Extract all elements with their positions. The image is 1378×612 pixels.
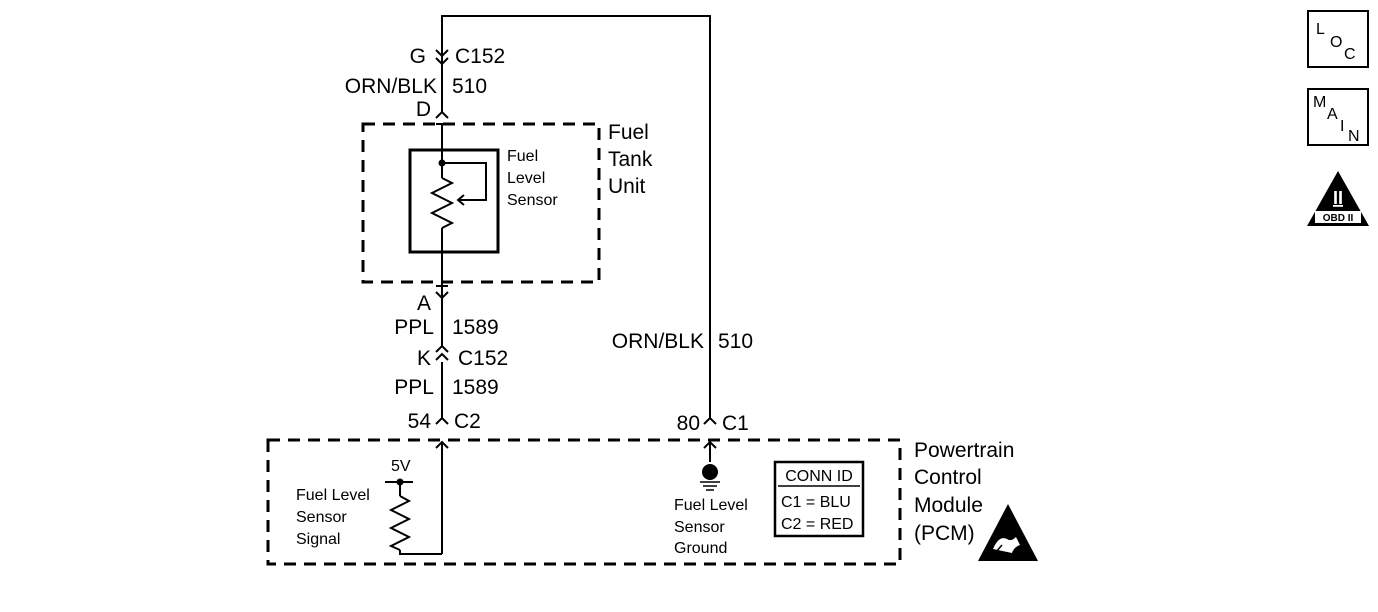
fuel-tank-unit-title-line2: Tank <box>608 148 653 171</box>
pcm-voltage-label: 5V <box>391 458 411 475</box>
mid-wire-color: PPL <box>394 316 434 339</box>
ground-label-line2: Sensor <box>674 519 725 536</box>
pcm-boundary <box>266 438 902 566</box>
conn-id-row-2: C2 = RED <box>781 516 853 533</box>
pcm-title-line2: Control <box>914 466 982 489</box>
fuel-unit-pin-d: D <box>416 98 431 121</box>
connector-pcm-c2 <box>435 416 449 554</box>
loc-badge-c: C <box>1344 46 1356 63</box>
obd-ii-badge[interactable]: II OBD II <box>1307 171 1369 226</box>
pcm-ground-pin: 80 <box>677 412 700 435</box>
top-wire-num: 510 <box>452 75 487 98</box>
top-pin-label: G <box>410 45 426 68</box>
main-badge-m: M <box>1313 94 1326 111</box>
connector-c152-g <box>435 49 449 70</box>
obd-ii-numeral: II <box>1333 188 1343 208</box>
mid-wire-num: 1589 <box>452 316 499 339</box>
ground-label-line1: Fuel Level <box>674 497 748 514</box>
loc-badge-l: L <box>1316 21 1325 38</box>
signal-label-line1: Fuel Level <box>296 487 370 504</box>
right-wire-num: 510 <box>718 330 753 353</box>
top-conn-label: C152 <box>455 45 505 68</box>
pcm-ground-circuit: Fuel Level Sensor Ground <box>674 464 748 557</box>
fuel-tank-unit-title: Fuel Tank Unit <box>608 121 653 198</box>
pcm-title-line1: Powertrain <box>914 439 1014 462</box>
obd-ii-text: OBD II <box>1323 213 1354 224</box>
main-badge[interactable]: M A I N <box>1307 88 1369 146</box>
conn-id-table: CONN ID C1 = BLU C2 = RED <box>773 460 865 538</box>
fuel-tank-unit-boundary <box>361 122 601 284</box>
ground-icon <box>700 464 720 491</box>
pcm-title-line4: (PCM) <box>914 522 975 545</box>
signal-label-line2: Sensor <box>296 509 347 526</box>
connector-pcm-c1 <box>703 416 717 462</box>
low-wire-color: PPL <box>394 376 434 399</box>
pcm-title: Powertrain Control Module (PCM) <box>914 439 1014 545</box>
sensor-label-line2: Level <box>507 170 545 187</box>
sensor-label-line1: Fuel <box>507 148 538 165</box>
sensor-label: Fuel Level Sensor <box>507 148 558 209</box>
pcm-signal-circuit: 5V Fuel Level Sensor Signal <box>296 458 442 555</box>
esd-warning-icon <box>978 504 1038 561</box>
mid-conn-label: C152 <box>458 347 508 370</box>
fuel-tank-unit-title-line3: Unit <box>608 175 646 198</box>
loc-badge[interactable]: L O C <box>1307 10 1369 68</box>
fuel-tank-unit-title-line1: Fuel <box>608 121 649 144</box>
sensor-label-line3: Sensor <box>507 192 558 209</box>
ground-label-line3: Ground <box>674 540 727 557</box>
mid-pin-label: K <box>417 347 431 370</box>
top-wire-color: ORN/BLK <box>345 75 437 98</box>
connector-c152-k <box>435 344 449 361</box>
pcm-signal-conn: C2 <box>454 410 481 433</box>
wire-orn-blk-510 <box>441 15 711 418</box>
low-wire-num: 1589 <box>452 376 499 399</box>
main-badge-a: A <box>1327 106 1338 123</box>
connector-fuel-unit-a <box>435 282 449 300</box>
sensor-box <box>408 148 500 254</box>
right-wire-color: ORN/BLK <box>612 330 704 353</box>
fuel-level-sensor <box>408 130 500 282</box>
pcm-signal-pin: 54 <box>408 410 432 433</box>
fuel-unit-pin-a: A <box>417 292 431 315</box>
pcm-title-line3: Module <box>914 494 983 517</box>
main-badge-i: I <box>1340 118 1344 135</box>
conn-id-header: CONN ID <box>785 468 853 485</box>
connector-fuel-unit-d <box>435 110 449 130</box>
conn-id-row-1: C1 = BLU <box>781 494 851 511</box>
main-badge-n: N <box>1348 128 1360 145</box>
pcm-ground-conn: C1 <box>722 412 749 435</box>
loc-badge-o: O <box>1330 34 1342 51</box>
signal-label-line3: Signal <box>296 531 340 548</box>
